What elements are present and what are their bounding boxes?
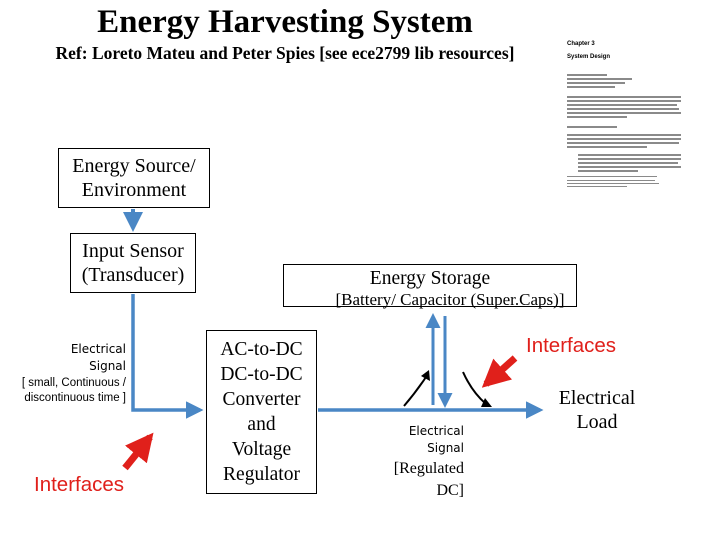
reference-line: Ref: Loreto Mateu and Peter Spies [see e… bbox=[55, 43, 515, 63]
thumbnail-heading: Chapter 3 bbox=[567, 41, 595, 47]
converter-line6: Regulator bbox=[223, 464, 300, 485]
converter-line3: Converter bbox=[222, 389, 301, 410]
signal-left-line1: Electrical bbox=[70, 342, 126, 356]
energy-storage-box bbox=[283, 264, 577, 307]
energy-source-box: Energy Source/ Environment bbox=[58, 148, 210, 208]
input-sensor-line1: Input Sensor bbox=[82, 240, 184, 262]
signal-right-note-line1: [Regulated bbox=[393, 460, 464, 477]
electrical-load-box: Electrical Load bbox=[549, 380, 645, 440]
interfaces-label-right: Interfaces bbox=[526, 334, 617, 357]
signal-right-line1: Electrical bbox=[408, 424, 464, 438]
interface-arrow-right bbox=[481, 355, 518, 388]
signal-left-line2: Signal bbox=[89, 359, 126, 373]
curve-arrow-left-head bbox=[421, 370, 430, 381]
signal-left-label: Electrical Signal bbox=[20, 341, 126, 375]
reference-page-thumbnail: Chapter 3 System Design bbox=[564, 40, 686, 202]
energy-source-line1: Energy Source/ bbox=[72, 155, 196, 177]
curve-arrow-right bbox=[462, 371, 487, 405]
signal-right-note: [Regulated DC] bbox=[370, 458, 464, 502]
input-sensor-line2: (Transducer) bbox=[81, 264, 185, 286]
input-sensor-box: Input Sensor (Transducer) bbox=[70, 233, 196, 293]
interfaces-label-left: Interfaces bbox=[34, 473, 125, 496]
signal-left-note: [ small, Continuous / discontinuous time… bbox=[20, 376, 126, 406]
converter-box: AC-to-DC DC-to-DC Converter and Voltage … bbox=[206, 330, 317, 494]
signal-left-note-line2: discontinuous time ] bbox=[24, 392, 126, 404]
thumbnail-subheading: System Design bbox=[567, 54, 611, 60]
converter-line4: and bbox=[247, 414, 276, 435]
signal-left-note-line1: [ small, Continuous / bbox=[21, 377, 126, 389]
curve-arrow-left bbox=[403, 376, 427, 407]
electrical-load-line1: Electrical bbox=[558, 387, 636, 409]
converter-line2: DC-to-DC bbox=[220, 364, 303, 385]
line-sensor-to-converter bbox=[131, 294, 204, 419]
curve-arrow-right-head bbox=[481, 398, 492, 407]
converter-line1: AC-to-DC bbox=[220, 339, 303, 360]
energy-storage-title: Energy Storage bbox=[369, 268, 491, 289]
electrical-load-line2: Load bbox=[576, 411, 618, 433]
signal-right-line2: Signal bbox=[427, 441, 464, 455]
signal-right-label: Electrical Signal bbox=[380, 423, 464, 457]
energy-storage-subtitle: [Battery/ Capacitor (Super.Caps)] bbox=[335, 290, 565, 309]
page-title: Energy Harvesting System bbox=[97, 4, 473, 40]
interface-arrow-left bbox=[122, 432, 154, 471]
converter-line5: Voltage bbox=[231, 439, 292, 460]
signal-right-note-line2: DC] bbox=[436, 482, 464, 499]
energy-source-line2: Environment bbox=[81, 179, 187, 201]
